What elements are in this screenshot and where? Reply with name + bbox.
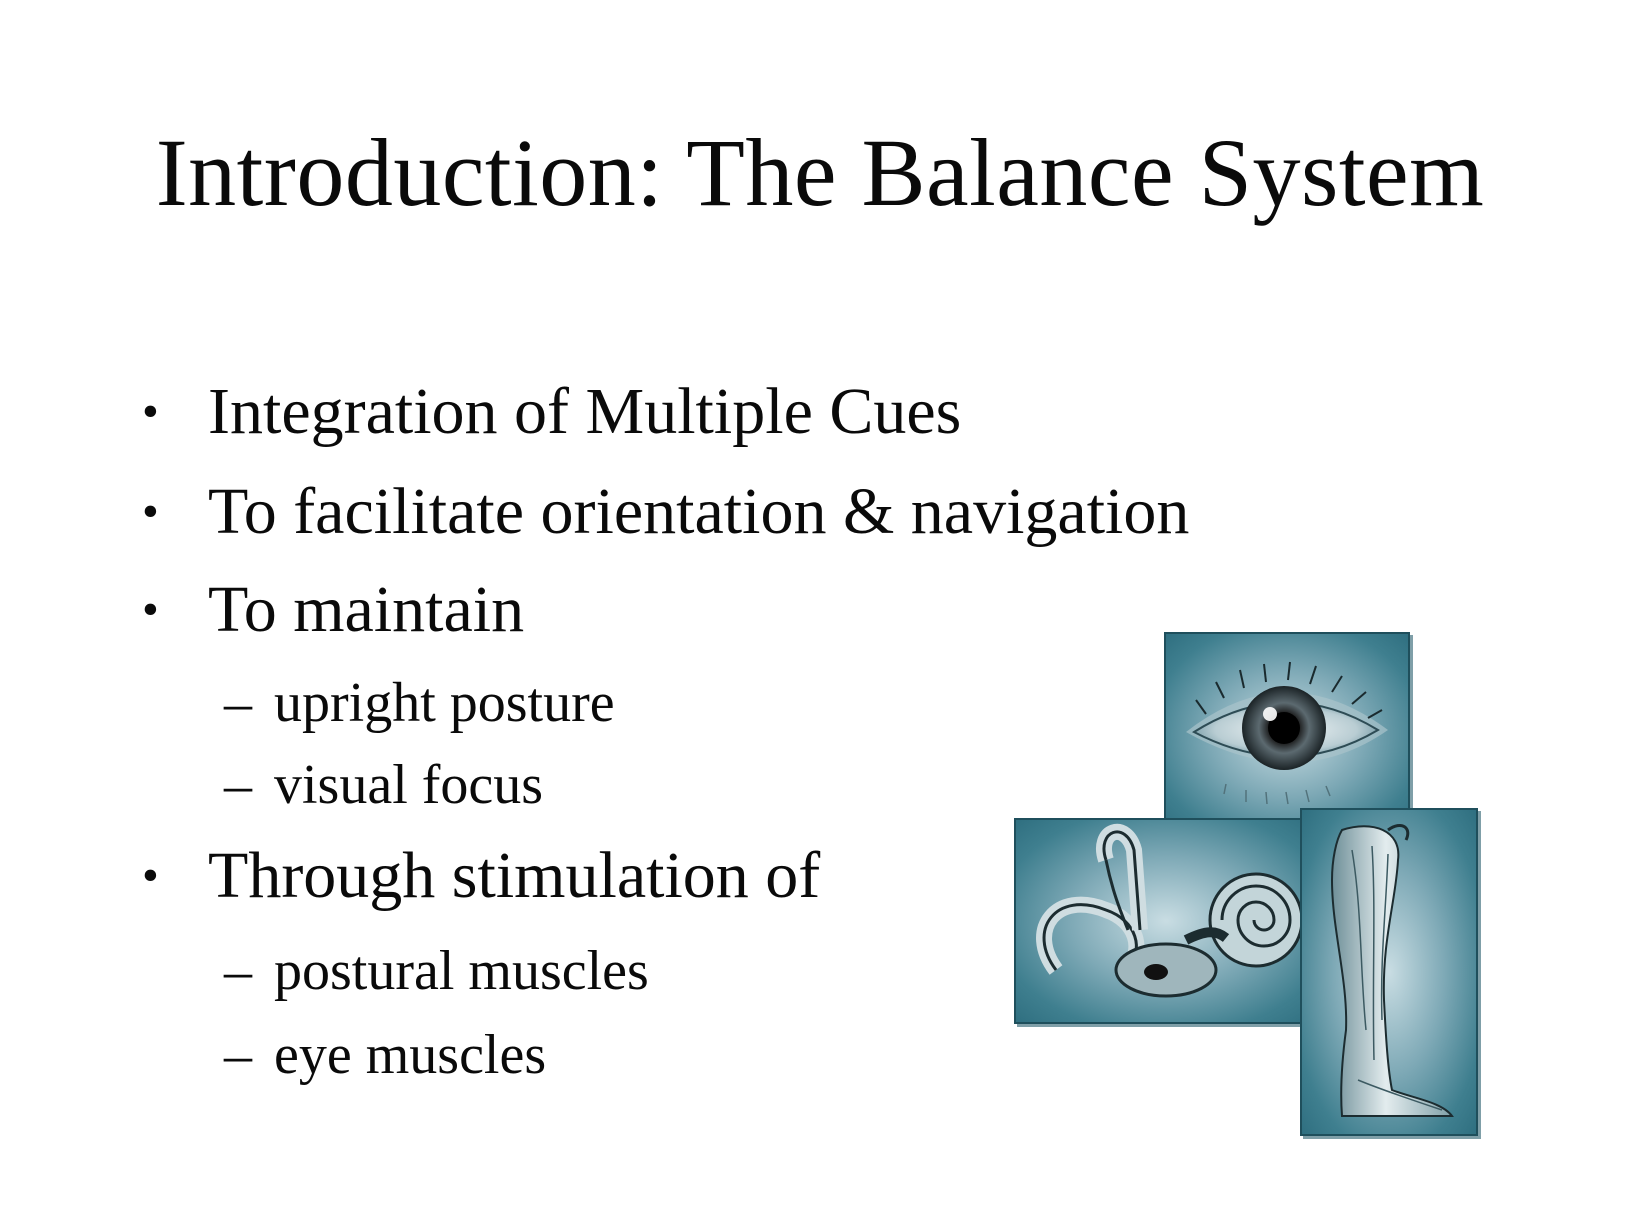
sub-item-text: visual focus <box>274 754 544 816</box>
sub-item: –upright posture <box>224 670 615 736</box>
leg-icon <box>1330 824 1454 1117</box>
sub-item: –visual focus <box>224 752 543 818</box>
bullet-item: • Integration of Multiple Cues <box>138 374 961 450</box>
inner-ear-icon <box>1036 823 1304 998</box>
leg-panel <box>1300 808 1478 1136</box>
sub-item-marker: – <box>224 940 252 1002</box>
sub-item-text: postural muscles <box>274 940 649 1002</box>
bullet-marker: • <box>142 849 159 902</box>
sub-item-text: upright posture <box>274 672 615 734</box>
bullet-text: To maintain <box>208 573 525 646</box>
sub-item-marker: – <box>224 754 252 816</box>
sub-item-marker: – <box>224 1024 252 1086</box>
bullet-text: Integration of Multiple Cues <box>208 375 962 448</box>
bullet-item: • To maintain <box>138 572 524 648</box>
sub-item-marker: – <box>224 672 252 734</box>
eye-panel <box>1164 632 1410 836</box>
bullet-text: To facilitate orientation & navigation <box>208 475 1190 548</box>
eye-icon <box>1186 661 1388 805</box>
bullet-marker: • <box>142 485 159 538</box>
bullet-item: • Through stimulation of <box>138 838 820 914</box>
bullet-marker: • <box>142 583 159 636</box>
sub-item-text: eye muscles <box>274 1024 547 1086</box>
bullet-item: • To facilitate orientation & navigation <box>138 474 1189 550</box>
bullet-text: Through stimulation of <box>208 839 821 912</box>
sub-item: –eye muscles <box>224 1022 546 1088</box>
bullet-marker: • <box>142 385 159 438</box>
inner-ear-panel <box>1014 818 1318 1024</box>
balance-system-illustration <box>1014 632 1484 1136</box>
sub-item: –postural muscles <box>224 938 649 1004</box>
slide-title: Introduction: The Balance System <box>155 119 1485 226</box>
